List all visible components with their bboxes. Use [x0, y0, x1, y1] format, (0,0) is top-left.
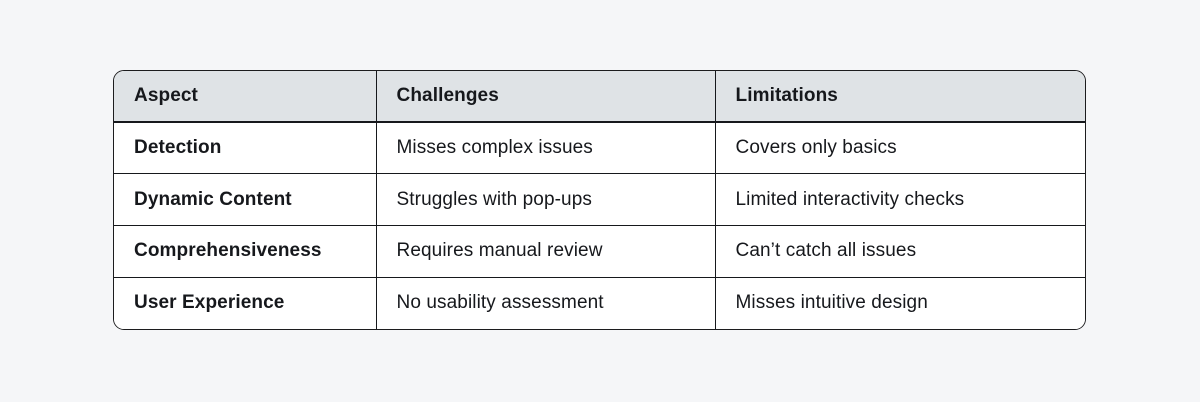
- comparison-table: Aspect Challenges Limitations Detection …: [114, 71, 1085, 329]
- cell-aspect: Detection: [114, 122, 377, 175]
- comparison-table-container: Aspect Challenges Limitations Detection …: [113, 70, 1086, 330]
- table-row: Dynamic Content Struggles with pop-ups L…: [114, 173, 1085, 226]
- table-row: Comprehensiveness Requires manual review…: [114, 225, 1085, 278]
- cell-challenges: Requires manual review: [376, 225, 716, 278]
- column-header-aspect: Aspect: [114, 71, 377, 123]
- table-row: User Experience No usability assessment …: [114, 277, 1085, 329]
- cell-aspect: Dynamic Content: [114, 173, 377, 226]
- cell-limitations: Misses intuitive design: [715, 277, 1085, 329]
- table-body: Detection Misses complex issues Covers o…: [114, 122, 1085, 329]
- table-header-row: Aspect Challenges Limitations: [114, 71, 1085, 123]
- cell-limitations: Limited interactivity checks: [715, 173, 1085, 226]
- column-header-limitations: Limitations: [715, 71, 1085, 123]
- table-row: Detection Misses complex issues Covers o…: [114, 122, 1085, 175]
- cell-limitations: Covers only basics: [715, 122, 1085, 175]
- column-header-challenges: Challenges: [376, 71, 716, 123]
- table-header: Aspect Challenges Limitations: [114, 71, 1085, 123]
- cell-limitations: Can’t catch all issues: [715, 225, 1085, 278]
- cell-challenges: Struggles with pop-ups: [376, 173, 716, 226]
- cell-aspect: Comprehensiveness: [114, 225, 377, 278]
- cell-challenges: Misses complex issues: [376, 122, 716, 175]
- cell-aspect: User Experience: [114, 277, 377, 329]
- cell-challenges: No usability assessment: [376, 277, 716, 329]
